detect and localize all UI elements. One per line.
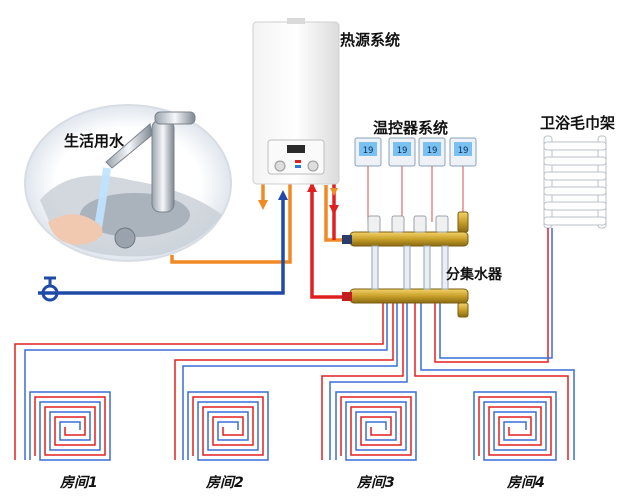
supply-arrow-icon — [307, 182, 317, 192]
room-2-label: 房间2 — [206, 475, 244, 491]
svg-text:19: 19 — [397, 146, 408, 156]
floor-heating-loops — [14, 298, 575, 461]
towel-rack-pipes — [434, 228, 553, 363]
thermostat-panel-1: 19 — [354, 137, 382, 167]
domestic-water-faucet-illustration — [24, 104, 232, 262]
svg-text:19: 19 — [427, 146, 438, 156]
cold-water-pipe — [65, 190, 288, 295]
manifold-label: 分集水器 — [446, 267, 502, 283]
room-1-label: 房间1 — [60, 475, 98, 491]
thermostat-panel-3: 19 — [418, 137, 446, 167]
svg-text:19: 19 — [458, 146, 469, 156]
room-4-label: 房间4 — [507, 475, 545, 491]
thermostat-system-label: 温控器系统 — [373, 119, 449, 137]
flow-arrow-icon — [330, 188, 338, 196]
towel-rack — [543, 135, 607, 229]
boiler-unit — [252, 18, 340, 185]
manifold-assembly — [342, 211, 469, 318]
return-arrow-icon — [329, 205, 339, 215]
thermostat-panel-4: 19 — [449, 137, 477, 167]
heat-source-label: 热源系统 — [340, 31, 401, 49]
domestic-water-label: 生活用水 — [64, 132, 125, 150]
thermostat-panel-2: 19 — [388, 137, 416, 167]
cold-water-inlet-valve-icon — [38, 276, 65, 302]
towel-rack-label: 卫浴毛巾架 — [540, 114, 616, 132]
room-3-label: 房间3 — [357, 475, 395, 491]
svg-text:19: 19 — [363, 146, 374, 156]
thermostat-wires — [367, 166, 464, 222]
